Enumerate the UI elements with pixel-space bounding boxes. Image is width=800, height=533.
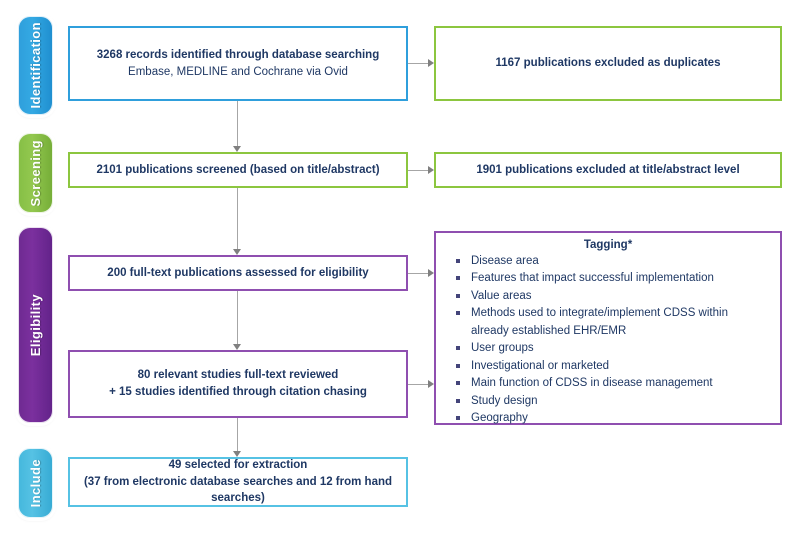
- connector-screened-to-fulltext: [237, 188, 238, 249]
- box-fulltext-assessed: 200 full-text publications assessed for …: [68, 255, 408, 291]
- square-bullet-icon: [456, 381, 460, 386]
- stage-label-screening: Screening: [28, 139, 43, 207]
- arrow-down-icon: [233, 451, 241, 457]
- tagging-list: Disease area Features that impact succes…: [444, 253, 772, 428]
- box-relevant-studies-reviewed: 80 relevant studies full-text reviewed +…: [68, 350, 408, 418]
- tagging-item-label: Study design: [471, 394, 538, 407]
- connector-identified-to-screened: [237, 101, 238, 146]
- tagging-item-label: Main function of CDSS in disease managem…: [471, 377, 713, 390]
- arrow-down-icon: [233, 344, 241, 350]
- square-bullet-icon: [456, 311, 460, 316]
- connector-identified-to-duplicates: [408, 63, 428, 64]
- square-bullet-icon: [456, 416, 460, 421]
- arrow-down-icon: [233, 249, 241, 255]
- box-records-identified-line1: 3268 records identified through database…: [96, 48, 380, 61]
- tagging-list-item: Methods used to integrate/implement CDSS…: [454, 305, 768, 340]
- square-bullet-icon: [456, 276, 460, 281]
- box-records-identified: 3268 records identified through database…: [68, 26, 408, 101]
- tagging-item-label: Disease area: [471, 255, 539, 267]
- box-selected-for-extraction-line3: searches): [211, 492, 265, 505]
- arrow-right-icon: [428, 59, 434, 67]
- stage-label-include: Include: [28, 458, 43, 508]
- stage-tab-include: Include: [18, 448, 53, 518]
- box-excluded-title-abstract: 1901 publications excluded at title/abst…: [434, 152, 782, 188]
- box-excluded-duplicates: 1167 publications excluded as duplicates: [434, 26, 782, 101]
- tagging-item-label: Methods used to integrate/implement CDSS…: [471, 307, 728, 337]
- tagging-item-label: Value areas: [471, 289, 532, 302]
- arrow-right-icon: [428, 166, 434, 174]
- tagging-item-label: Features that impact successful implemen…: [471, 272, 714, 285]
- connector-reviewed-to-tagging: [408, 384, 428, 385]
- box-selected-for-extraction: 49 selected for extraction (37 from elec…: [68, 457, 408, 507]
- tagging-list-item: Features that impact successful implemen…: [454, 270, 768, 287]
- arrow-right-icon: [428, 380, 434, 388]
- box-relevant-studies-reviewed-line2: + 15 studies identified through citation…: [109, 386, 367, 398]
- tagging-item-label: User groups: [471, 342, 534, 355]
- square-bullet-icon: [456, 346, 460, 351]
- arrow-right-icon: [428, 269, 434, 277]
- box-records-identified-line2: Embase, MEDLINE and Cochrane via Ovid: [128, 65, 348, 78]
- tagging-list-item: Disease area: [454, 253, 768, 270]
- box-selected-for-extraction-line2: (37 from electronic database searches an…: [83, 475, 393, 488]
- tagging-list-item: Investigational or marketed: [454, 358, 768, 375]
- stage-tab-eligibility: Eligibility: [18, 227, 53, 423]
- box-publications-screened: 2101 publications screened (based on tit…: [68, 152, 408, 188]
- tagging-list-item: Main function of CDSS in disease managem…: [454, 375, 768, 392]
- connector-reviewed-to-extraction: [237, 418, 238, 451]
- box-excluded-title-abstract-line1: 1901 publications excluded at title/abst…: [476, 163, 740, 176]
- stage-tab-screening: Screening: [18, 133, 53, 213]
- stage-label-identification: Identification: [28, 22, 43, 109]
- connector-fulltext-to-tagging: [408, 273, 428, 274]
- box-publications-screened-line1: 2101 publications screened (based on tit…: [96, 163, 380, 176]
- tagging-list-item: Study design: [454, 393, 768, 410]
- tagging-list-item: Value areas: [454, 288, 768, 305]
- stage-label-eligibility: Eligibility: [28, 293, 43, 357]
- tagging-panel: Tagging* Disease area Features that impa…: [434, 231, 782, 425]
- box-selected-for-extraction-line1: 49 selected for extraction: [168, 459, 308, 471]
- tagging-title: Tagging*: [583, 239, 633, 251]
- tagging-list-item: User groups: [454, 340, 768, 357]
- connector-screened-to-excluded: [408, 170, 428, 171]
- connector-fulltext-to-reviewed: [237, 291, 238, 344]
- box-excluded-duplicates-line1: 1167 publications excluded as duplicates: [495, 57, 721, 70]
- box-fulltext-assessed-line1: 200 full-text publications assessed for …: [107, 266, 369, 279]
- square-bullet-icon: [456, 259, 460, 263]
- arrow-down-icon: [233, 146, 241, 152]
- tagging-list-item: Geography: [454, 410, 768, 427]
- square-bullet-icon: [456, 293, 460, 298]
- box-relevant-studies-reviewed-line1: 80 relevant studies full-text reviewed: [137, 369, 339, 382]
- tagging-item-label: Geography: [471, 412, 528, 425]
- tagging-item-label: Investigational or marketed: [471, 359, 610, 372]
- square-bullet-icon: [456, 363, 460, 368]
- square-bullet-icon: [456, 398, 460, 403]
- stage-tab-identification: Identification: [18, 16, 53, 115]
